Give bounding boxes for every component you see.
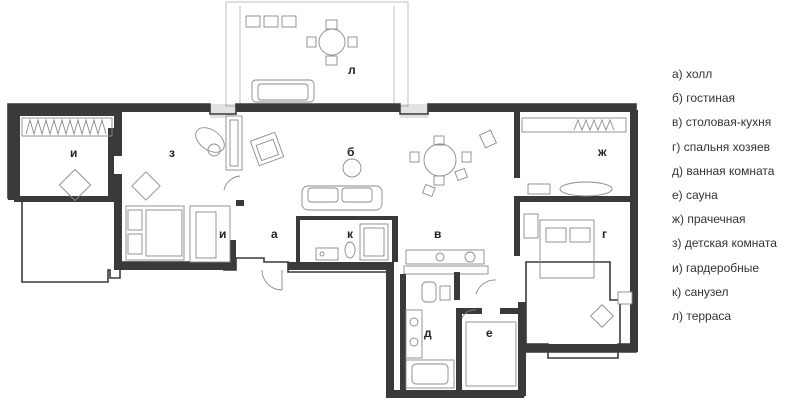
walls — [7, 103, 638, 398]
room-labels: и з б ж л и а к в г д е — [70, 63, 607, 340]
legend-item-a: а) холл — [672, 67, 713, 81]
room-label-i2: и — [219, 227, 226, 241]
room-label-i1: и — [70, 146, 77, 160]
room-label-z: з — [169, 146, 175, 160]
legend-item-v: в) столовая-кухня — [672, 115, 772, 130]
furniture — [21, 117, 627, 389]
legend-item-l: л) терраса — [672, 308, 732, 323]
room-label-b: б — [347, 145, 354, 159]
legend-item-zh: ж) прачечная — [672, 212, 746, 227]
legend-item-g: г) спальня хозяев — [672, 139, 771, 154]
room-label-a: а — [271, 227, 278, 241]
legend-item-b: б) гостиная — [672, 91, 735, 106]
legend-item-d: д) ванная комната — [672, 163, 775, 178]
room-label-g: г — [602, 227, 607, 241]
legend-item-k: к) санузел — [672, 284, 729, 299]
room-label-e: е — [486, 326, 493, 340]
legend: а) холл б) гостиная в) столовая-кухня г)… — [672, 62, 777, 328]
legend-item-e: е) сауна — [672, 187, 718, 202]
legend-item-z: з) детская комната — [672, 236, 777, 251]
legend-item-i: и) гардеробные — [672, 260, 760, 275]
room-label-k: к — [347, 227, 354, 241]
room-label-v: в — [434, 227, 441, 241]
room-label-d: д — [424, 326, 432, 340]
room-label-l: л — [348, 63, 356, 77]
terrace — [225, 1, 409, 107]
room-label-zh: ж — [597, 145, 607, 159]
